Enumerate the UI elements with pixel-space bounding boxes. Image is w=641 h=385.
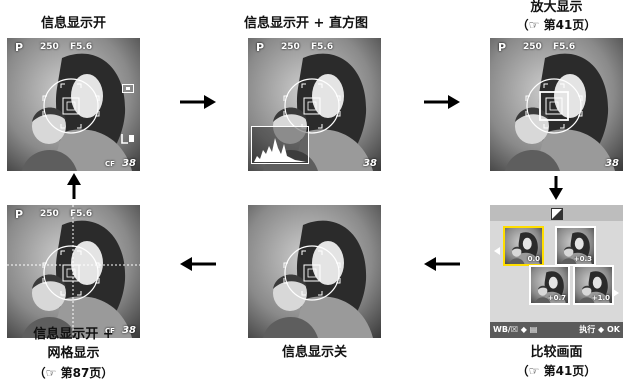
- label-grid-2: 网格显示: [47, 346, 100, 361]
- arrow-left-icon: [180, 257, 216, 271]
- quality-icon: [121, 134, 134, 144]
- wb-hint: WB/☒ ◆ ▤: [493, 325, 538, 334]
- mode-indicator: P: [256, 41, 265, 54]
- arrow-right-icon: [180, 95, 216, 109]
- shots-remaining: 38: [363, 158, 377, 169]
- aperture-value: F5.6: [553, 42, 576, 52]
- arrow-down-icon: [549, 176, 563, 200]
- execute-hint: 执行 ◆ OK: [579, 325, 620, 334]
- screen-info-on: P 250 F5.6 CF 38: [7, 38, 140, 171]
- mode-indicator: P: [15, 41, 24, 54]
- grid-page-reference: （☞ 第87页）: [33, 366, 114, 380]
- compare-thumb-4[interactable]: +1.0: [573, 265, 614, 305]
- compare-header: [490, 205, 623, 221]
- media-indicator: CF: [105, 327, 115, 335]
- aperture-value: F5.6: [70, 42, 93, 52]
- photo: [248, 205, 381, 338]
- photo: [7, 205, 140, 338]
- mode-indicator: P: [498, 41, 507, 54]
- screen-zoom: P 250 F5.6 38: [490, 38, 623, 171]
- scroll-left-icon: [494, 247, 500, 255]
- scroll-right-icon: [613, 289, 619, 297]
- screen-info-histogram: P 250 F5.6 38: [248, 38, 381, 171]
- shutter-speed: 250: [40, 209, 59, 219]
- arrow-up-icon: [67, 173, 81, 199]
- aperture-value: F5.6: [70, 209, 93, 219]
- exposure-icon: [550, 208, 563, 220]
- photo: [490, 38, 623, 171]
- label-info-on: 信息显示开: [40, 16, 106, 31]
- compare-footer: WB/☒ ◆ ▤ 执行 ◆ OK: [490, 322, 623, 338]
- photo: [7, 38, 140, 171]
- compare-page-reference: （☞ 第41页）: [516, 364, 597, 378]
- screen-grid: P 250 F5.6 CF 38: [7, 205, 140, 338]
- screen-compare: 0.0 +0.3 +0.7 +1.0 WB/☒ ◆ ▤ 执行 ◆ OK: [490, 205, 623, 338]
- compare-thumb-2[interactable]: +0.3: [555, 226, 596, 266]
- arrow-right-icon: [424, 95, 460, 109]
- label-info-off: 信息显示关: [281, 345, 347, 360]
- label-zoom: 放大显示: [530, 0, 583, 15]
- shots-remaining: 38: [122, 158, 136, 169]
- label-grid: 信息显示开 +: [33, 327, 114, 342]
- histogram: [251, 126, 309, 164]
- aperture-value: F5.6: [311, 42, 334, 52]
- arrow-left-icon: [424, 257, 460, 271]
- media-indicator: CF: [105, 160, 115, 168]
- shots-remaining: 38: [605, 158, 619, 169]
- shutter-speed: 250: [523, 42, 542, 52]
- shutter-speed: 250: [281, 42, 300, 52]
- screen-info-off: [248, 205, 381, 338]
- compare-thumb-1[interactable]: 0.0: [503, 226, 544, 266]
- mode-indicator: P: [15, 208, 24, 221]
- shots-remaining: 38: [122, 325, 136, 336]
- label-info-histogram: 信息显示开 + 直方图: [244, 16, 368, 31]
- compare-thumb-3[interactable]: +0.7: [529, 265, 570, 305]
- zoom-page-reference: （☞ 第41页）: [516, 18, 597, 32]
- shutter-speed: 250: [40, 42, 59, 52]
- metering-icon: [122, 84, 134, 93]
- label-compare: 比较画面: [530, 345, 583, 360]
